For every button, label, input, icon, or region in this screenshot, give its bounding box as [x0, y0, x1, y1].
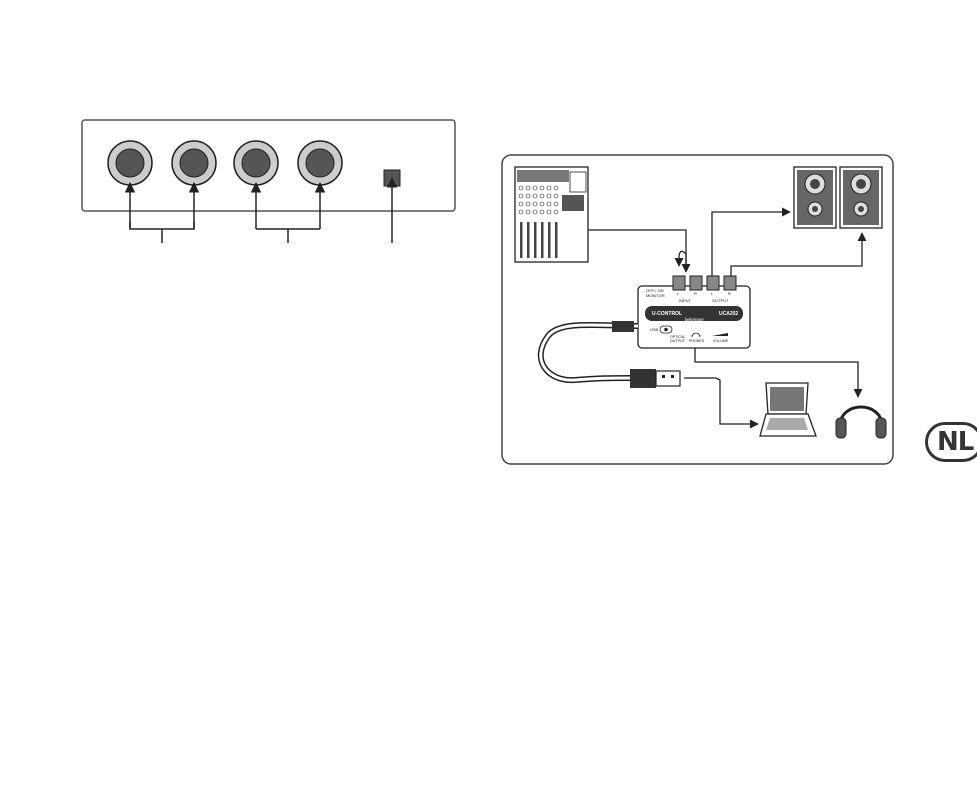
mixer-fader — [534, 222, 537, 258]
brand-label: behringer — [685, 317, 705, 322]
mixer-knob — [547, 186, 551, 190]
input-r-jack — [172, 141, 216, 185]
mixer-knob — [526, 210, 530, 214]
volume-label: VOLUME — [713, 339, 729, 343]
mixer-knob — [519, 202, 523, 206]
mixer-knob — [533, 194, 537, 198]
usb-plug-icon — [630, 369, 680, 388]
mixer-knob — [554, 186, 558, 190]
mixer-knob — [540, 210, 544, 214]
mixer-knob — [526, 202, 530, 206]
mixer-knob — [519, 186, 523, 190]
mixer-knob — [533, 210, 537, 214]
phones-label: PHONES — [689, 339, 705, 343]
mixer-knob — [554, 202, 558, 206]
output-r-label: R — [728, 291, 731, 296]
mixer-icon — [515, 167, 588, 262]
mixer-fader — [548, 222, 551, 258]
mixer-knob — [526, 186, 530, 190]
mixer-knob — [547, 202, 551, 206]
mixer-knob — [540, 202, 544, 206]
usb-label: USB — [650, 327, 659, 332]
optical-label-2: OUTPUT — [670, 339, 686, 343]
input-group-label: INPUT — [679, 298, 692, 303]
setup-diagram: OFF • ON MONITOR L R L R INPUT OUTPUT U-… — [502, 155, 893, 464]
mixer-knob — [554, 194, 558, 198]
model-name-label: UCA202 — [719, 311, 738, 317]
studio-monitor-right-icon — [840, 167, 882, 228]
mixer-knob — [547, 194, 551, 198]
audio-interface-icon: OFF • ON MONITOR L R L R INPUT OUTPUT U-… — [638, 276, 750, 348]
input-r-label: R — [694, 291, 697, 296]
mixer-knob — [519, 194, 523, 198]
mixer-fader — [520, 222, 523, 258]
mixer-knob — [533, 186, 537, 190]
input-l-jack — [108, 141, 152, 185]
mixer-fader — [541, 222, 544, 258]
mixer-knob — [540, 186, 544, 190]
output-group-label: OUTPUT — [712, 298, 729, 303]
mixer-fader — [527, 222, 530, 258]
output-r-jack — [298, 141, 342, 185]
mixer-knob — [519, 210, 523, 214]
rear-panel — [82, 120, 455, 243]
monitor-label: MONITOR — [646, 293, 665, 298]
language-badge: NL — [925, 422, 977, 462]
mixer-knob — [554, 210, 558, 214]
output-l-jack — [234, 141, 278, 185]
studio-monitor-left-icon — [794, 167, 836, 228]
mixer-knob — [540, 194, 544, 198]
device-name-label: U-CONTROL — [652, 311, 682, 317]
mixer-knob — [547, 210, 551, 214]
mixer-knob — [533, 202, 537, 206]
mixer-fader — [555, 222, 558, 258]
mixer-knob — [526, 194, 530, 198]
